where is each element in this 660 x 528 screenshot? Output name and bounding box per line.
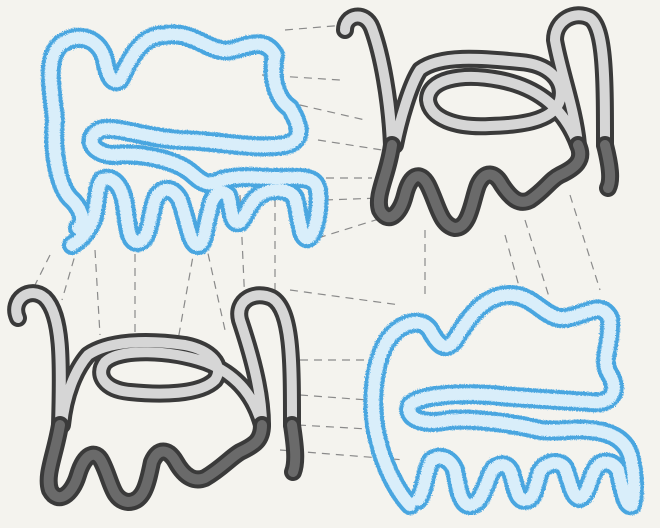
molecule-bottom-right [373,295,634,505]
molecule-top-left [51,34,319,245]
molecule-bottom-left [16,293,295,502]
